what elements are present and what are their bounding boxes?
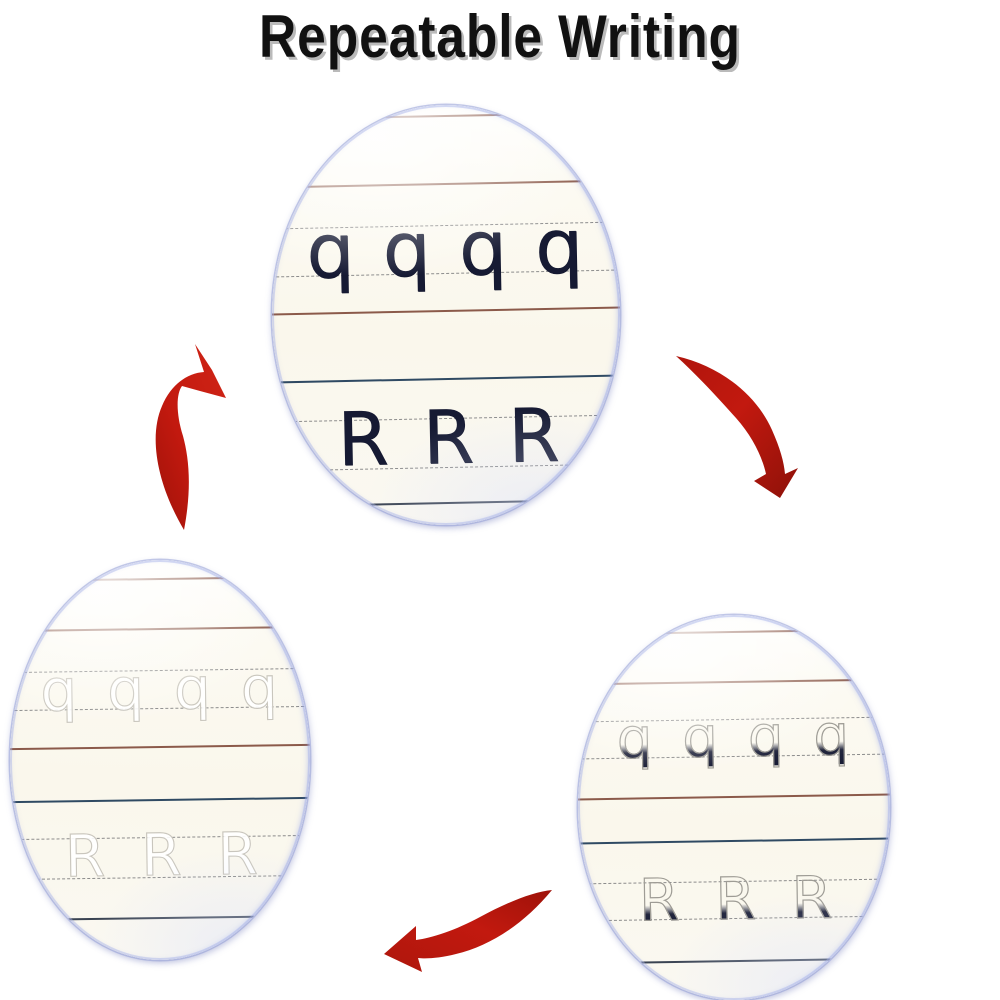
rule-line-solid (578, 957, 890, 965)
rule-line-solid (10, 914, 310, 922)
rule-line-dashed (272, 268, 620, 279)
rule-line-dashed (272, 462, 620, 473)
rule-line-dashed (10, 667, 310, 674)
rule-line-dashed (578, 915, 890, 922)
rule-line-solid (578, 793, 890, 801)
rule-line-solid (272, 305, 620, 317)
rule-line-dashed (578, 878, 890, 885)
ruled-sheet: q q q q R R R (578, 615, 890, 1000)
rule-line-solid (578, 628, 890, 636)
rule-line-dashed (10, 874, 310, 881)
rule-line-solid (272, 373, 620, 385)
page-title: Repeatable Writing (259, 3, 741, 70)
rule-line-solid (10, 625, 310, 633)
rule-line-solid (578, 678, 890, 686)
rule-line-solid (578, 837, 890, 845)
rule-line-dashed (578, 716, 890, 723)
arrow-left (372, 884, 557, 994)
ruled-sheet: q q q q R R R (272, 105, 620, 525)
rule-line-dashed (10, 705, 310, 712)
erased-board-disc[interactable]: q q q q R R R (10, 560, 310, 960)
arrow-down-right (672, 348, 802, 508)
written-board-disc[interactable]: q q q q R R R (272, 105, 620, 525)
rule-line-dashed (578, 753, 890, 760)
rule-line-solid (10, 796, 310, 804)
rule-line-solid (10, 743, 310, 751)
erasing-board-disc[interactable]: q q q q R R R (578, 615, 890, 1000)
arrow-up-right (138, 318, 253, 533)
rule-line-dashed (272, 220, 620, 231)
rule-line-dashed (10, 834, 310, 841)
rule-line-solid (10, 575, 310, 583)
rule-line-solid (272, 110, 620, 122)
ruled-sheet: q q q q R R R (10, 560, 310, 960)
rule-line-solid (272, 178, 620, 190)
rule-line-dashed (272, 413, 620, 424)
rule-line-solid (272, 497, 620, 509)
